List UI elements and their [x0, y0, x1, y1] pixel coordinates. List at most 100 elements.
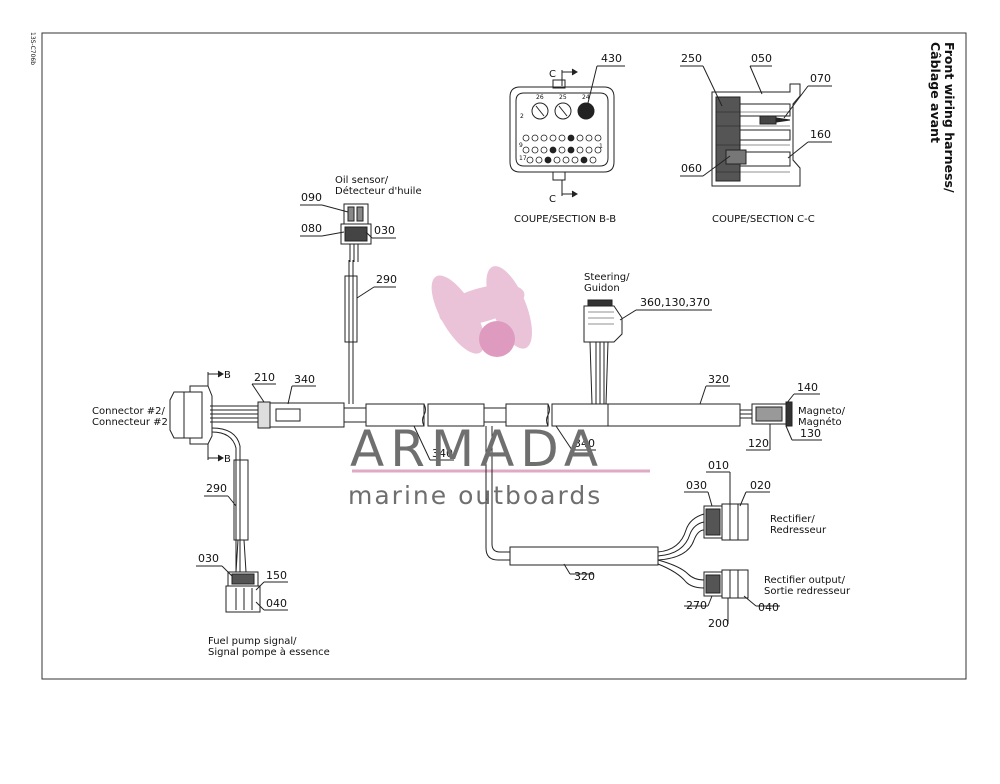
pin-17-label: 17	[519, 155, 527, 162]
watermark-tagline: marine outboards	[348, 481, 602, 510]
connector-pin	[576, 134, 584, 142]
oil-sensor-label-1: Oil sensor/	[335, 175, 389, 186]
oil-leaders	[300, 204, 396, 299]
part-120: 120	[748, 437, 769, 450]
magneto-label-1: Magneto/	[798, 406, 846, 417]
part-130: 130	[800, 427, 821, 440]
part-020: 020	[750, 479, 771, 492]
connector-pin	[576, 146, 584, 154]
connector-pin	[540, 134, 548, 142]
part-010: 010	[708, 459, 729, 472]
pin-26-label: 26	[536, 94, 544, 101]
title-line-2: Câblage avant	[928, 42, 943, 143]
connector-pin	[535, 156, 543, 164]
section-bb-pin-grid	[522, 134, 602, 164]
part-070: 070	[810, 72, 831, 85]
part-030-oil: 030	[374, 224, 395, 237]
connector-pin	[558, 146, 566, 154]
pin-24-label: 24	[582, 94, 590, 101]
cut-line-b	[207, 370, 224, 462]
steering-label-1: Steering/	[584, 272, 630, 283]
part-040-fuel: 040	[266, 597, 287, 610]
rectifier-label-1: Rectifier/	[770, 514, 815, 525]
part-050: 050	[751, 52, 772, 65]
part-140: 140	[797, 381, 818, 394]
connector-pin	[526, 156, 534, 164]
part-340-b: 340	[432, 447, 453, 460]
connector-2-label-2: Connecteur #2	[92, 417, 168, 428]
connector-pin	[531, 134, 539, 142]
connector-pin	[594, 146, 602, 154]
connector-pin	[585, 146, 593, 154]
part-090: 090	[301, 191, 322, 204]
rectifier-output-label-1: Rectifier output/	[764, 575, 846, 586]
connector-pin	[562, 156, 570, 164]
connector-pin	[567, 146, 575, 154]
rectifier-leaders	[563, 471, 780, 624]
part-200: 200	[708, 617, 729, 630]
connector-2-label-1: Connector #2/	[92, 406, 165, 417]
part-290-oil: 290	[376, 273, 397, 286]
section-cc-caption: COUPE/SECTION C-C	[712, 214, 815, 225]
part-290-fuel: 290	[206, 482, 227, 495]
pin-2-label: 2	[520, 113, 524, 120]
part-150: 150	[266, 569, 287, 582]
section-bb-view	[509, 79, 615, 181]
connector-pin	[540, 146, 548, 154]
drawing-code: 13S-C706b	[29, 32, 36, 65]
rectifier-label-2: Redresseur	[770, 525, 827, 536]
connector-pin	[522, 146, 530, 154]
part-320-a: 320	[708, 373, 729, 386]
pin-25-label: 25	[559, 94, 567, 101]
part-160: 160	[810, 128, 831, 141]
connector-pin	[531, 146, 539, 154]
fuel-pump-label-2: Signal pompe à essence	[208, 646, 330, 658]
connector-pin	[571, 156, 579, 164]
connector-pin	[549, 134, 557, 142]
part-040-rect: 040	[758, 601, 779, 614]
cut-c-top: C	[549, 69, 556, 80]
trunk-leaders	[251, 383, 730, 461]
section-bb-caption: COUPE/SECTION B-B	[514, 214, 616, 225]
fuel-pump-label-1: Fuel pump signal/	[208, 636, 297, 647]
connector-pin	[567, 134, 575, 142]
pin-1-label: 1	[599, 143, 603, 150]
connector-pin	[558, 134, 566, 142]
magneto-label-2: Magnéto	[798, 416, 842, 428]
connector-pin	[589, 156, 597, 164]
oil-sensor-branch	[340, 203, 372, 404]
part-340-c: 340	[574, 437, 595, 450]
drawing-frame	[41, 32, 967, 680]
part-270: 270	[686, 599, 707, 612]
connector-pin	[544, 156, 552, 164]
part-430: 430	[601, 52, 622, 65]
cut-b-top: B	[224, 370, 231, 381]
cut-c-bottom: C	[549, 194, 556, 205]
watermark-brand: ARMADA	[350, 420, 604, 478]
part-340-a: 340	[294, 373, 315, 386]
part-030-fuel: 030	[198, 552, 219, 565]
connector-pin	[594, 134, 602, 142]
connector-pin	[580, 156, 588, 164]
part-360-130-370: 360,130,370	[640, 296, 710, 309]
part-030-rect: 030	[686, 479, 707, 492]
connector-pin	[522, 134, 530, 142]
part-320-b: 320	[574, 570, 595, 583]
rectifier-output-label-2: Sortie redresseur	[764, 586, 851, 597]
pin-9-label: 9	[519, 142, 523, 149]
fuel-pump-branch	[211, 427, 261, 613]
connector-pin	[585, 134, 593, 142]
connector-pin	[553, 156, 561, 164]
section-cc-view	[711, 83, 801, 187]
title-line-1: Front wiring harness/	[942, 42, 957, 193]
part-250: 250	[681, 52, 702, 65]
steering-label-2: Guidon	[584, 283, 620, 294]
steering-branch	[583, 299, 623, 405]
main-harness	[169, 385, 793, 566]
cut-b-bottom: B	[224, 454, 231, 465]
part-060: 060	[681, 162, 702, 175]
rectifier-branch	[657, 503, 749, 599]
connector-pin	[549, 146, 557, 154]
